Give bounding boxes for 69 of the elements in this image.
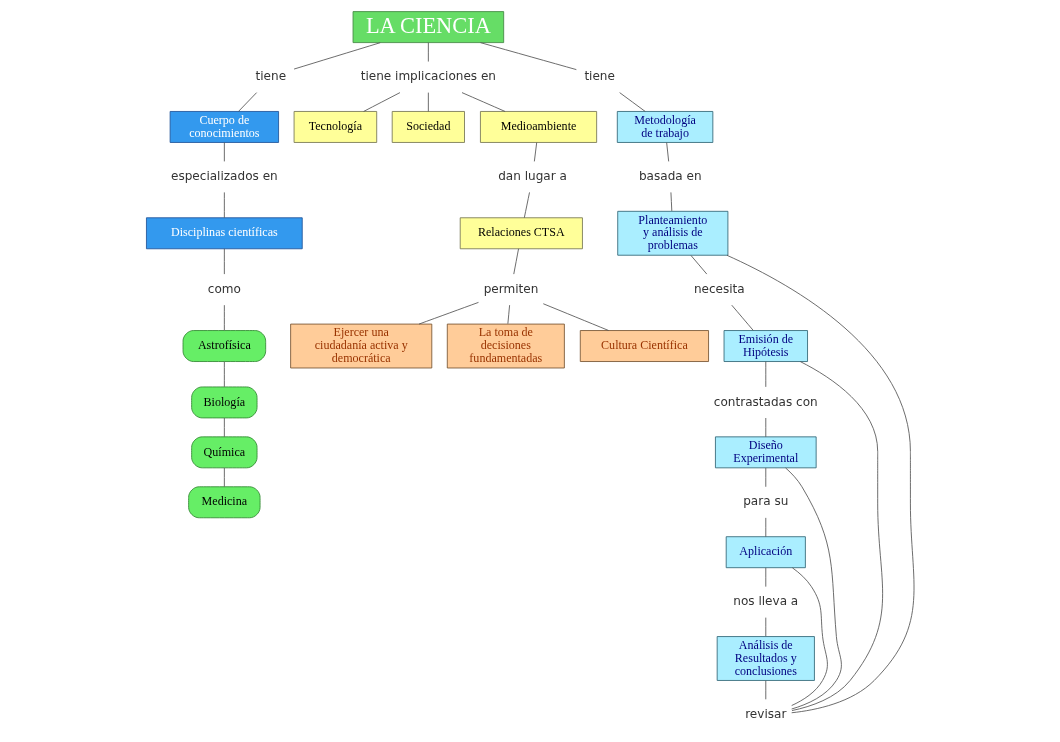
connector	[479, 42, 577, 71]
node-box: Sociedad	[391, 111, 465, 143]
node-box: Cuerpo de conocimientos	[169, 111, 279, 143]
connector	[533, 142, 537, 162]
node-box: Aplicación	[725, 536, 806, 569]
connector	[764, 517, 766, 538]
node-box: Medioambiente	[479, 111, 597, 143]
node-box: Tecnología	[293, 111, 377, 143]
node-box: Emisión de Hipótesis	[723, 330, 808, 362]
node-text: necesita	[693, 281, 745, 296]
node-box: Análisis de Resultados y conclusiones	[716, 636, 815, 681]
node-box: Metodología de trabajo	[616, 111, 713, 143]
connector	[764, 417, 766, 438]
connector	[461, 92, 505, 112]
node-box: Ejercer una ciudadanía activa y democrática	[289, 323, 432, 369]
node-text: nos lleva a	[732, 594, 798, 609]
connector	[726, 254, 914, 714]
connector	[237, 92, 257, 112]
connector	[223, 467, 225, 488]
connector	[223, 191, 225, 219]
node-box: La toma de decisiones fundamentadas	[446, 323, 565, 369]
connector	[223, 417, 225, 438]
connector	[506, 304, 510, 325]
connector	[618, 92, 646, 112]
connector	[790, 567, 828, 706]
connector	[791, 361, 883, 711]
connector	[542, 303, 609, 331]
connector	[223, 248, 225, 275]
connector	[523, 191, 530, 219]
node-text: tiene	[255, 69, 286, 84]
connector	[293, 42, 381, 70]
connector	[362, 92, 400, 112]
node-text: dan lugar a	[497, 169, 567, 184]
connector	[670, 191, 672, 212]
connector	[223, 304, 225, 331]
node-text: como	[207, 281, 241, 296]
connector	[764, 680, 766, 700]
connector	[427, 42, 429, 62]
node-text: tiene implicaciones en	[360, 69, 496, 84]
node-box: Disciplinas científicas	[145, 217, 303, 250]
connector	[690, 255, 707, 275]
node-text: para su	[742, 494, 788, 509]
connector	[418, 301, 479, 325]
node-text: especializados en	[170, 169, 278, 184]
node-box: Planteamiento y análisis de problemas	[616, 210, 728, 256]
connector	[223, 361, 225, 388]
node-box: Química	[190, 436, 257, 469]
node-text: revisar	[744, 707, 786, 722]
connector	[764, 361, 766, 388]
node-text: tiene	[583, 69, 615, 84]
node-text: contrastadas con	[713, 394, 818, 409]
connector	[665, 142, 669, 162]
node-box: LA CIENCIA	[352, 11, 504, 44]
connector	[730, 304, 754, 331]
connector	[764, 567, 766, 588]
node-box: Diseño Experimental	[714, 436, 817, 469]
node-text: permiten	[483, 281, 538, 296]
connector	[764, 467, 766, 488]
node-box: Biología	[190, 386, 257, 419]
node-box: Astrofísica	[182, 330, 266, 362]
connector	[427, 92, 429, 112]
node-box: Cultura Científica	[579, 330, 709, 362]
connector	[223, 142, 225, 162]
connector	[512, 248, 519, 275]
connector	[764, 617, 766, 637]
node-box: Relaciones CTSA	[459, 217, 583, 250]
node-text: basada en	[638, 169, 702, 184]
connector	[784, 467, 842, 710]
node-box: Medicina	[187, 486, 260, 519]
